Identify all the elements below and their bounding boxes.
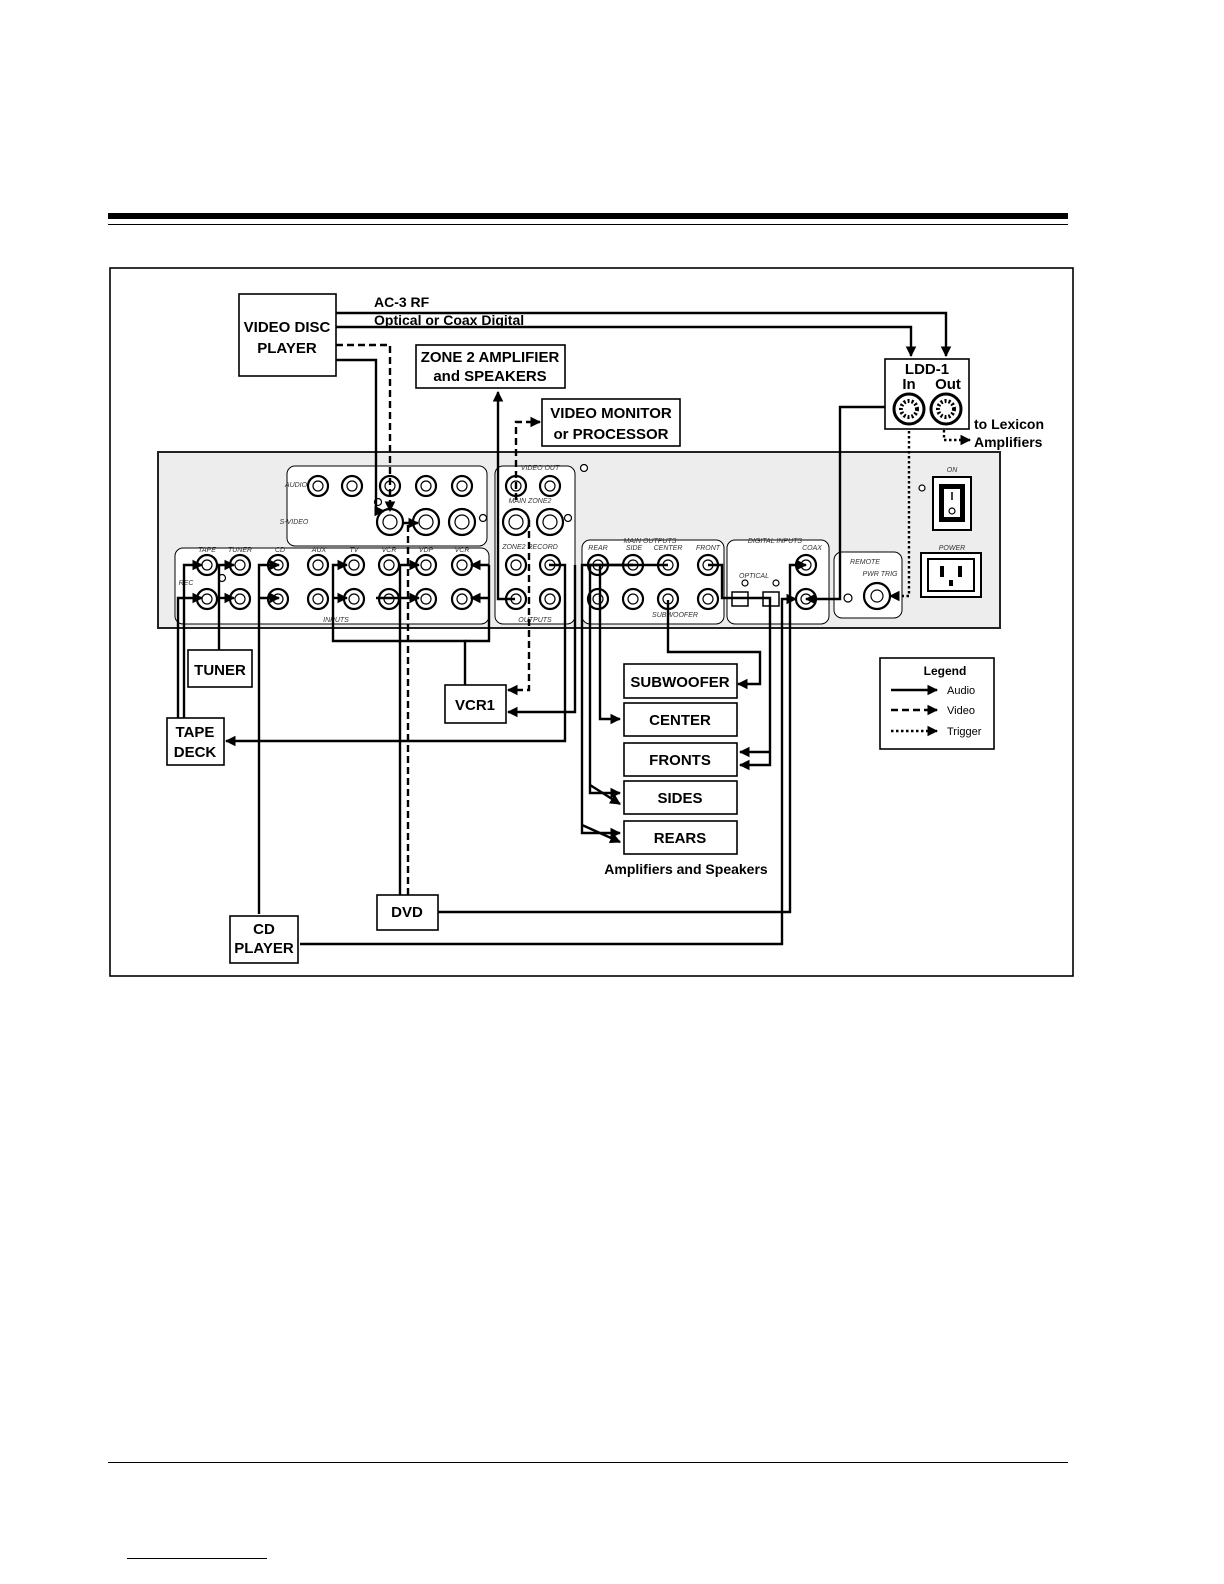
video-monitor-line1: VIDEO MONITOR: [550, 405, 672, 422]
svg-text:OPTICAL: OPTICAL: [739, 573, 769, 580]
rear-panel: AUDIO S-VIDEO TAPE TUNER CD AUX TV VCR V…: [157, 451, 1001, 629]
video-monitor-line2: or PROCESSOR: [553, 426, 668, 443]
wiring: [176, 311, 972, 946]
fronts-box: FRONTS: [623, 742, 738, 777]
video-disc-player-box: VIDEO DISC PLAYER: [238, 293, 337, 377]
video-disc-player-line1: VIDEO DISC: [244, 319, 331, 336]
svg-text:INPUTS: INPUTS: [323, 617, 349, 624]
svg-text:REC: REC: [179, 580, 195, 587]
legend-video-label: Video: [947, 705, 975, 717]
cd-player-line1: CD: [253, 921, 275, 938]
dvd-label: DVD: [391, 904, 423, 921]
tape-deck-line2: DECK: [174, 744, 217, 761]
footer-link-underline: [127, 1558, 267, 1559]
svg-text:VIDEO OUT: VIDEO OUT: [521, 465, 560, 472]
vcr1-box: VCR1: [444, 684, 507, 724]
svg-text:S-VIDEO: S-VIDEO: [280, 519, 309, 526]
ldd1-box: LDD-1 In Out: [884, 358, 970, 430]
legend-title: Legend: [924, 664, 967, 678]
ac3-rf-label: AC-3 RF: [374, 294, 430, 310]
legend: Legend Audio Video Trigger: [879, 657, 995, 750]
vcr1-label: VCR1: [455, 697, 495, 714]
svg-text:TUNER: TUNER: [228, 547, 252, 554]
svg-text:REMOTE: REMOTE: [850, 559, 880, 566]
svg-text:FRONT: FRONT: [696, 545, 721, 552]
svg-text:VCR: VCR: [455, 547, 470, 554]
digital-output-label: Optical or Coax Digital: [374, 312, 524, 328]
svg-text:TAPE: TAPE: [198, 547, 216, 554]
zone2-line2: and SPEAKERS: [433, 368, 546, 385]
header-rule-thin: [108, 224, 1068, 225]
svg-text:VDP: VDP: [419, 547, 434, 554]
zone2-line1: ZONE 2 AMPLIFIER: [421, 349, 560, 366]
tape-deck-box: TAPE DECK: [166, 717, 225, 766]
svg-text:POWER: POWER: [939, 545, 965, 552]
ldd1-title: LDD-1: [905, 361, 949, 378]
rears-label: REARS: [654, 830, 707, 847]
svg-text:AUDIO: AUDIO: [284, 482, 308, 489]
svg-text:SIDE: SIDE: [626, 545, 643, 552]
svg-text:REAR: REAR: [588, 545, 607, 552]
center-box: CENTER: [623, 702, 738, 737]
tuner-box: TUNER: [187, 649, 253, 688]
svg-text:MAIN OUTPUTS: MAIN OUTPUTS: [624, 538, 677, 545]
fronts-label: FRONTS: [649, 752, 711, 769]
legend-trigger-label: Trigger: [947, 726, 982, 738]
svg-text:CD: CD: [275, 547, 285, 554]
svg-text:AUX: AUX: [311, 547, 327, 554]
lexicon-line1: to Lexicon: [974, 416, 1044, 432]
lexicon-line2: Amplifiers: [974, 434, 1043, 450]
svg-text:TV: TV: [350, 547, 360, 554]
zone2-amplifier-box: ZONE 2 AMPLIFIER and SPEAKERS: [415, 344, 566, 389]
svg-text:DIGITAL INPUTS: DIGITAL INPUTS: [748, 538, 803, 545]
dvd-box: DVD: [376, 894, 439, 931]
subwoofer-box: SUBWOOFER: [623, 663, 738, 699]
diagram-frame: [109, 267, 1074, 977]
svg-text:VCR: VCR: [382, 547, 397, 554]
rears-box: REARS: [623, 820, 738, 855]
header-rule-thick: [108, 213, 1068, 219]
svg-text:COAX: COAX: [802, 545, 822, 552]
sides-box: SIDES: [623, 780, 738, 815]
legend-audio-label: Audio: [947, 685, 975, 697]
ldd1-in-label: In: [902, 376, 915, 393]
video-disc-player-line2: PLAYER: [257, 340, 317, 357]
svg-text:ON: ON: [947, 467, 958, 474]
ldd1-out-label: Out: [935, 376, 961, 393]
svg-text:CENTER: CENTER: [654, 545, 683, 552]
video-monitor-box: VIDEO MONITOR or PROCESSOR: [541, 398, 681, 447]
sides-label: SIDES: [657, 790, 702, 807]
cd-player-box: CD PLAYER: [229, 915, 299, 964]
subwoofer-label: SUBWOOFER: [630, 674, 729, 691]
svg-text:MAIN ZONE2: MAIN ZONE2: [509, 498, 552, 505]
center-label: CENTER: [649, 712, 711, 729]
cd-player-line2: PLAYER: [234, 940, 294, 957]
svg-text:OUTPUTS: OUTPUTS: [518, 617, 552, 624]
svg-text:SUBWOOFER: SUBWOOFER: [652, 612, 698, 619]
tape-deck-line1: TAPE: [176, 724, 215, 741]
svg-text:PWR TRIG: PWR TRIG: [863, 571, 899, 578]
amplifiers-speakers-label: Amplifiers and Speakers: [604, 861, 768, 877]
footer-rule: [108, 1462, 1068, 1463]
tuner-label: TUNER: [194, 662, 246, 679]
